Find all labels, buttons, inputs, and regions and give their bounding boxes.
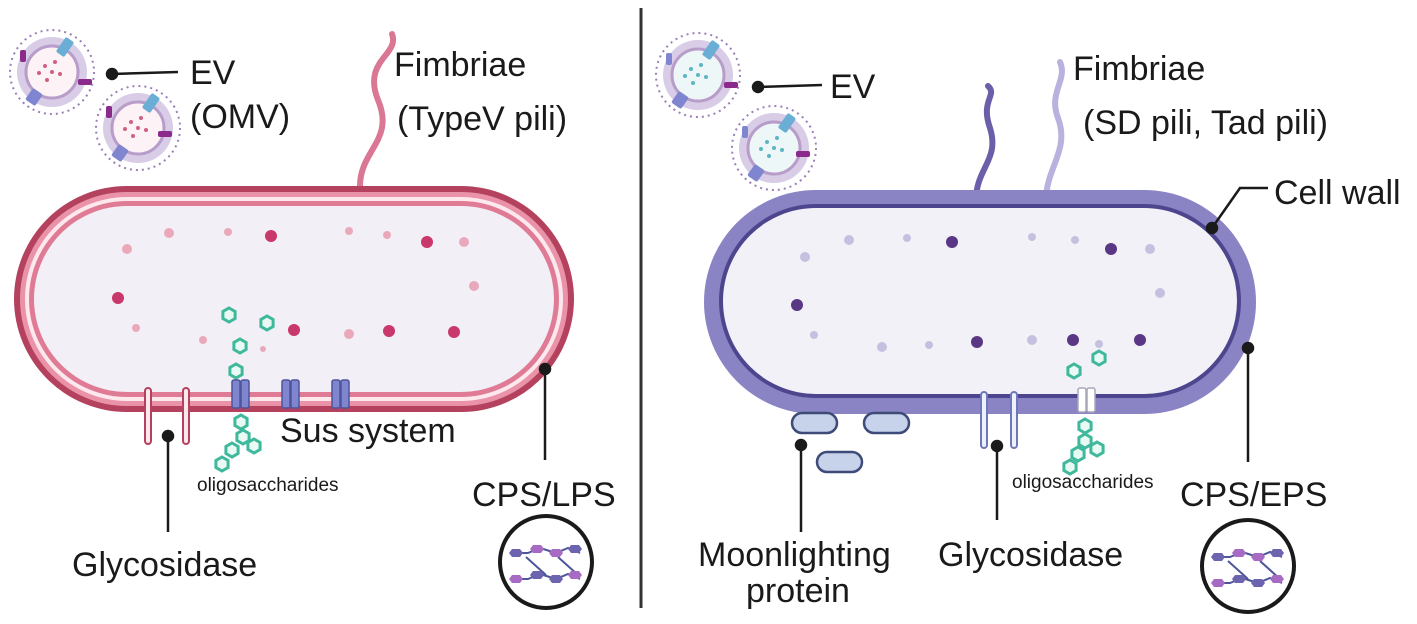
moonlighting-label-line1: Moonlighting bbox=[698, 536, 891, 574]
glycosidase-label-gp: Glycosidase bbox=[938, 536, 1123, 574]
moonlighting-proteins bbox=[790, 411, 911, 474]
ev-vesicle-1 bbox=[9, 29, 95, 115]
fimbria-strand bbox=[357, 31, 397, 189]
oligosaccharides-label: oligosaccharides bbox=[197, 475, 339, 496]
ev-vesicle-3 bbox=[655, 32, 741, 118]
ev-label-gp: EV bbox=[830, 68, 876, 106]
glycosidase-label: Glycosidase bbox=[72, 546, 257, 584]
oligosaccharides-label-gp: oligosaccharides bbox=[1012, 472, 1154, 493]
fimbriae-sublabel-gp: (SD pili, Tad pili) bbox=[1083, 104, 1328, 142]
oligosaccharide-chain bbox=[214, 413, 262, 473]
gram-negative-panel: EV (OMV) Fimbriae (TypeV pili) Sus syste… bbox=[9, 29, 616, 610]
cell-wall-label: Cell wall bbox=[1274, 174, 1401, 212]
fimbriae-sublabel: (TypeV pili) bbox=[397, 100, 567, 138]
cps-lps-label: CPS/LPS bbox=[472, 476, 616, 514]
sus-system-label: Sus system bbox=[280, 412, 456, 450]
sus-transporters bbox=[231, 379, 350, 409]
ev-vesicle-2 bbox=[95, 85, 181, 171]
fimbria-strand-light bbox=[1043, 59, 1065, 203]
ev-label: EV bbox=[190, 54, 236, 92]
glycosidase-pins-gp bbox=[980, 391, 1018, 449]
moonlighting-label-line2: protein bbox=[746, 572, 850, 610]
cps-eps-inset bbox=[1200, 518, 1296, 614]
cps-lps-inset bbox=[498, 514, 594, 610]
gram-positive-cell bbox=[704, 190, 1256, 414]
transporter bbox=[1077, 387, 1096, 413]
gram-negative-cell bbox=[14, 186, 574, 412]
fimbria-strand-dark bbox=[973, 83, 996, 203]
fimbriae-label-gp: Fimbriae bbox=[1073, 50, 1205, 88]
ev-vesicle-4 bbox=[731, 105, 817, 191]
gram-positive-panel: EV Fimbriae (SD pili, Tad pili) Cell wal… bbox=[655, 32, 1401, 614]
cps-eps-label: CPS/EPS bbox=[1180, 476, 1327, 514]
glycosidase-pins bbox=[144, 387, 190, 445]
ev-omv-sublabel: (OMV) bbox=[190, 98, 290, 136]
fimbriae-label: Fimbriae bbox=[394, 46, 526, 84]
oligosaccharide-chain-gp bbox=[1062, 417, 1105, 476]
